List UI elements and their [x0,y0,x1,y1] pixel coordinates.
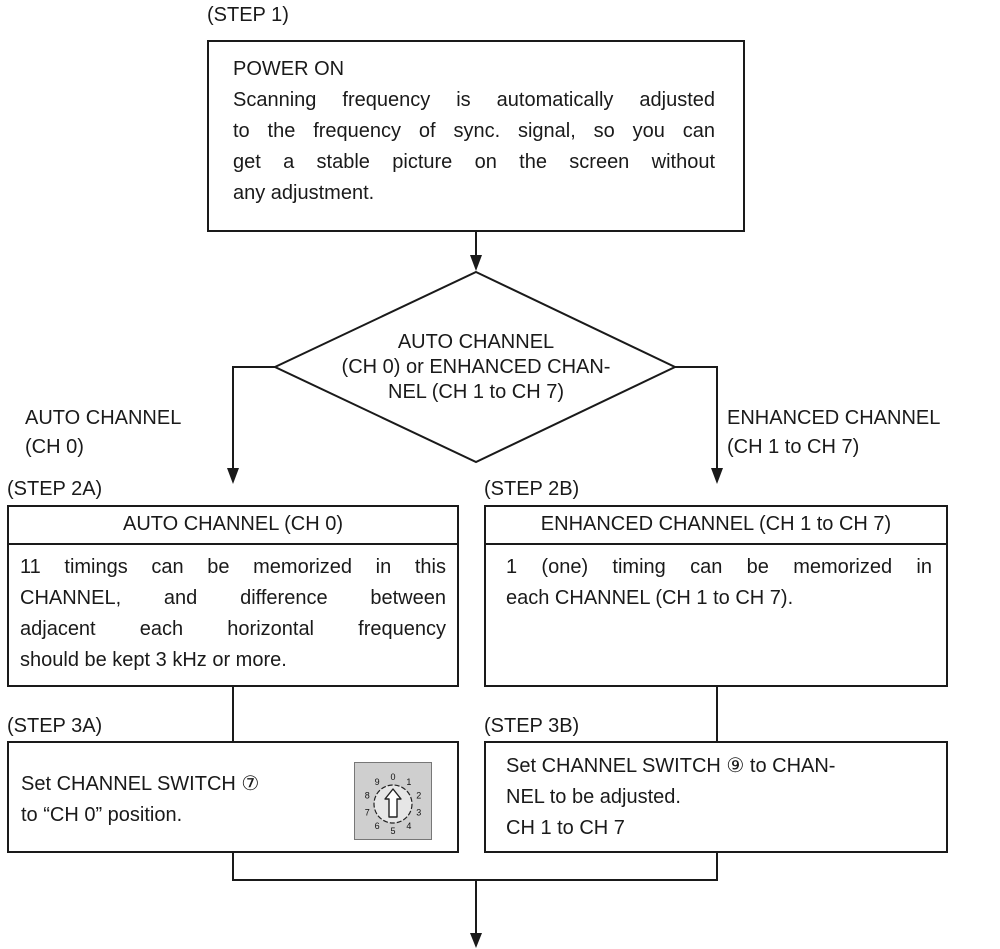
connector-merge [232,852,718,881]
arrowhead-to-decision [470,255,482,271]
connector-decision-step2a [232,366,275,475]
decision-line: NEL (CH 1 to CH 7) [388,381,564,403]
step2b-line: each CHANNEL (CH 1 to CH 7). [506,587,794,609]
dial-number: 1 [406,777,411,787]
branch-right-line: (CH 1 to CH 7) [727,436,860,458]
dial-number: 7 [365,807,370,817]
step2a-header: AUTO CHANNEL (CH 0) [9,507,457,545]
step1-box: POWER ON Scanning frequency is automatic… [207,40,745,232]
decision-text: AUTO CHANNEL (CH 0) or ENHANCED CHAN- NE… [330,330,622,405]
step3b-line: NEL to be adjusted. [506,786,681,808]
step1-line: to the frequency of sync. signal, so you… [233,120,715,142]
step1-description: Scanning frequency is automatically adju… [233,85,715,209]
arrowhead-to-step2a [227,468,239,484]
step2a-line: should be kept 3 kHz or more. [20,649,287,671]
step3a-line: Set CHANNEL SWITCH ⑦ [21,773,260,795]
dial-number: 6 [375,821,380,831]
dial-number: 5 [390,826,395,836]
step3b-line: Set CHANNEL SWITCH ⑨ to CHAN- [506,755,836,777]
branch-left-line: AUTO CHANNEL [25,407,182,429]
branch-label-left: AUTO CHANNEL (CH 0) [25,404,181,462]
step2b-description: 1 (one) timing can be memorized in each … [506,552,932,614]
step1-label: (STEP 1) [207,4,289,26]
decision-line: (CH 0) or ENHANCED CHAN- [341,356,611,378]
step2a-line: 11 timings can be memorized in this [20,556,446,578]
arrowhead-to-step2b [711,468,723,484]
channel-switch-icon: 0 12 34 567 89 [365,772,421,836]
step3b-description: Set CHANNEL SWITCH ⑨ to CHAN- NEL to be … [506,751,835,844]
step3a-line: to “CH 0” position. [21,804,183,826]
step2b-box: ENHANCED CHANNEL (CH 1 to CH 7) 1 (one) … [484,505,948,687]
decision-line: AUTO CHANNEL [397,331,555,353]
step3b-line: CH 1 to CH 7 [506,817,625,839]
step3a-description: Set CHANNEL SWITCH ⑦ to “CH 0” position. [21,769,259,831]
branch-left-line: (CH 0) [25,436,84,458]
step2b-header: ENHANCED CHANNEL (CH 1 to CH 7) [486,507,946,545]
branch-label-right: ENHANCED CHANNEL (CH 1 to CH 7) [727,404,940,462]
step2b-line: 1 (one) timing can be memorized in [506,556,932,578]
step2a-line: CHANNEL, and difference between [20,587,446,609]
step1-line: Scanning frequency is automatically adju… [233,89,715,111]
dial-number: 9 [375,777,380,787]
arrowhead-to-next [470,933,482,948]
dial-number: 4 [406,821,411,831]
step1-line: get a stable picture on the screen witho… [233,151,715,173]
step3b-label: (STEP 3B) [484,715,580,737]
step3b-box: Set CHANNEL SWITCH ⑨ to CHAN- NEL to be … [484,741,948,853]
dial-number: 8 [365,791,370,801]
step2a-box: AUTO CHANNEL (CH 0) 11 timings can be me… [7,505,459,687]
dial-number: 2 [416,791,421,801]
dial-number: 0 [390,772,395,782]
step2a-line: adjacent each horizontal frequency [20,618,446,640]
step2a-description: 11 timings can be memorized in this CHAN… [20,552,446,676]
step1-line: any adjustment. [233,182,375,204]
dial-number: 3 [416,807,421,817]
decision-diamond [272,270,678,464]
connector-decision-step2b [675,366,718,475]
branch-right-line: ENHANCED CHANNEL [727,407,941,429]
step2b-label: (STEP 2B) [484,478,580,500]
step2a-label: (STEP 2A) [7,478,103,500]
step3a-label: (STEP 3A) [7,715,103,737]
step1-title: POWER ON [233,58,345,80]
